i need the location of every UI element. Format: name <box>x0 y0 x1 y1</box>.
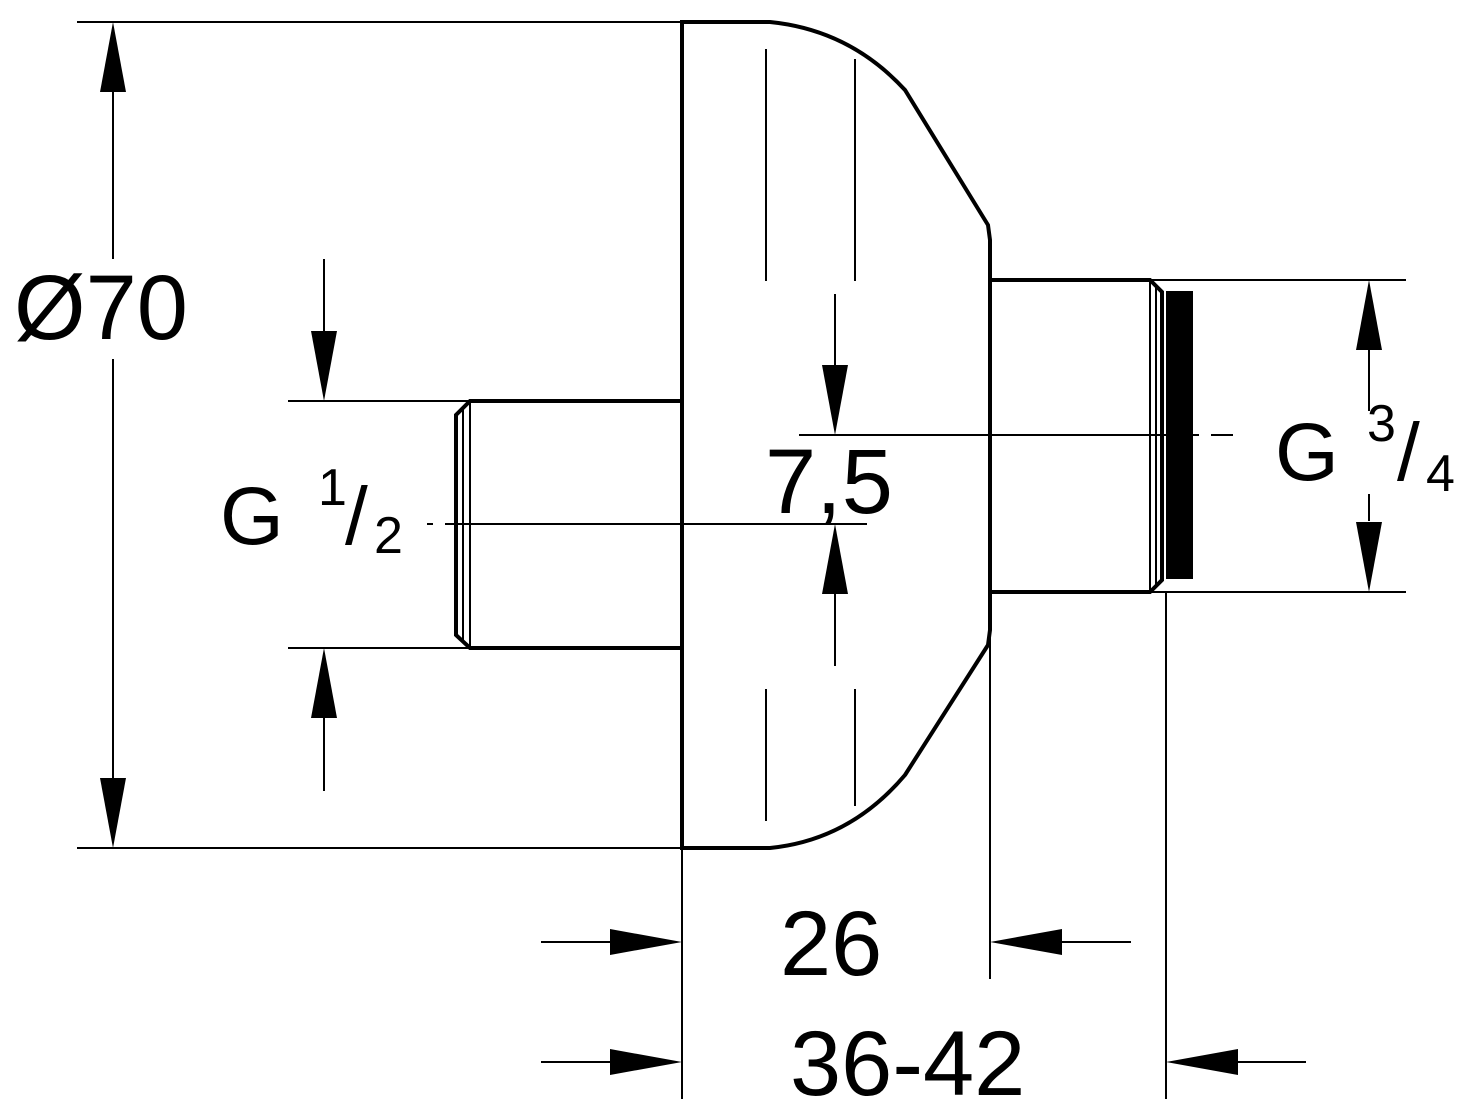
diameter-symbol: Ø <box>14 257 86 359</box>
offset-arrow-down <box>822 365 848 435</box>
inlet-thread-slash: / <box>345 471 368 562</box>
offset-label: 7,5 <box>765 431 893 533</box>
total-depth-arrow-left <box>610 1049 682 1075</box>
diameter-value: 70 <box>85 257 188 359</box>
outlet-thread-denominator: 4 <box>1426 445 1455 503</box>
outlet-arrow-down <box>1356 522 1382 592</box>
total-depth-label: 36-42 <box>790 1013 1026 1115</box>
body-depth-arrow-left <box>610 929 682 955</box>
offset-arrow-up <box>822 524 848 594</box>
sealing-ring <box>1166 291 1193 579</box>
inlet-thread-numerator: 1 <box>318 459 347 517</box>
outlet-thread-letter: G <box>1275 407 1339 498</box>
inlet-arrow-down <box>311 331 337 401</box>
outlet-arrow-up <box>1356 280 1382 350</box>
outlet-thread-slash: / <box>1397 407 1420 498</box>
diameter-arrow-top <box>100 22 126 92</box>
total-depth-arrow-right <box>1166 1049 1238 1075</box>
diameter-arrow-bottom <box>100 778 126 848</box>
inlet-thread-label: G <box>220 476 284 558</box>
body-depth-label: 26 <box>780 893 883 995</box>
outlet-thread-label: G <box>1275 412 1339 494</box>
body-depth-arrow-right <box>990 929 1062 955</box>
diameter-label: Ø70 <box>14 262 188 354</box>
inlet-thread-letter: G <box>220 471 284 562</box>
outlet-thread-numerator: 3 <box>1367 395 1396 453</box>
inlet-thread-denominator: 2 <box>374 507 403 565</box>
inlet-arrow-up <box>311 648 337 718</box>
